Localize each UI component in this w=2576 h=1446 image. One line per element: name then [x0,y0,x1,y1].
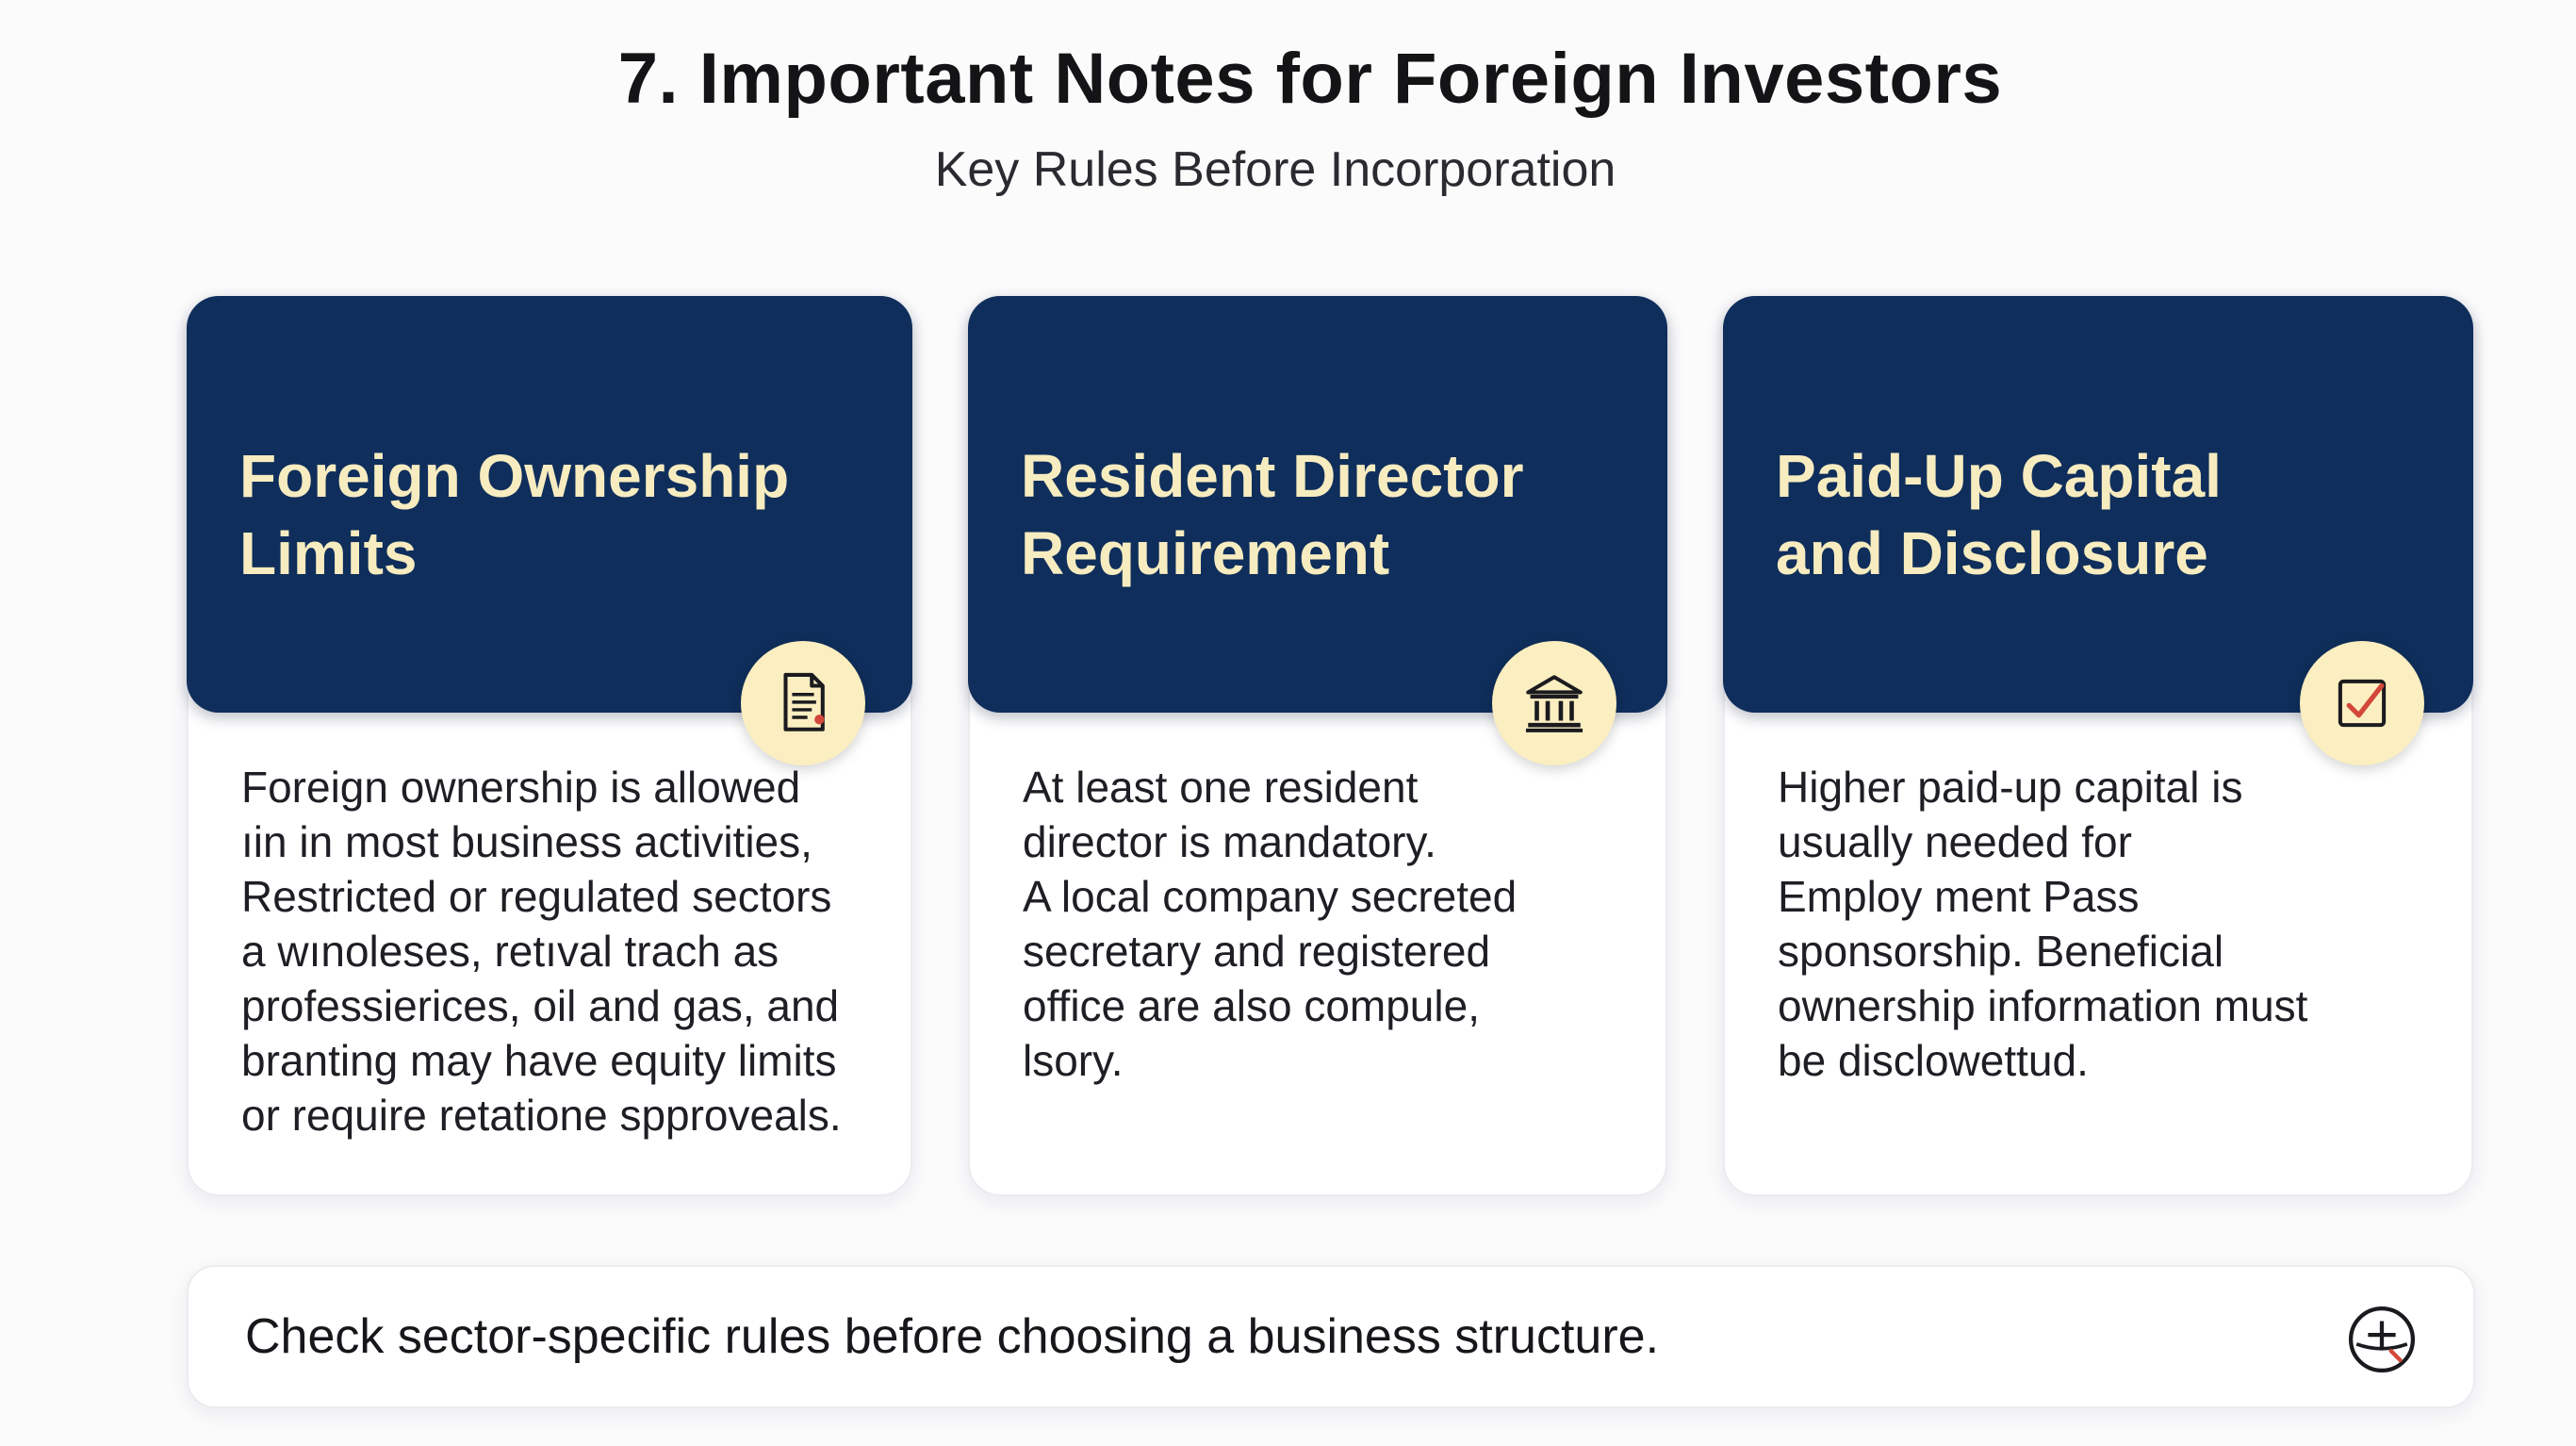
card-header: Resident Director Requirement [968,296,1667,713]
page-subtitle: Key Rules Before Incorporation [934,142,1616,197]
page-title: 7. Important Notes for Foreign Investors [617,39,2003,119]
card-paid-up-capital: Paid-Up Capital and Disclosure Higher pa… [1723,296,2473,1196]
globe-plus-icon [2345,1303,2419,1376]
footer-note: Check sector-specific rules before choos… [187,1265,2475,1408]
card-body: Foreign ownership is allowed ıin in most… [241,763,842,1140]
card-foreign-ownership: Foreign Ownership Limits Foreign ownersh… [187,296,912,1196]
card-title: Foreign Ownership Limits [239,442,790,587]
card-header: Foreign Ownership Limits [187,296,912,713]
checkbox-icon [2300,641,2424,765]
card-resident-director: Resident Director Requirement At least o… [968,296,1667,1196]
card-header: Paid-Up Capital and Disclosure [1723,296,2473,713]
card-title: Resident Director Requirement [1021,442,1524,587]
document-icon [741,641,865,765]
card-title: Paid-Up Capital and Disclosure [1776,442,2222,587]
footer-text: Check sector-specific rules before choos… [245,1309,1660,1364]
card-body: Higher paid-up capital is usually needed… [1778,763,2308,1085]
bank-building-icon [1492,641,1616,765]
card-body: At least one resident director is mandat… [1023,763,1518,1085]
